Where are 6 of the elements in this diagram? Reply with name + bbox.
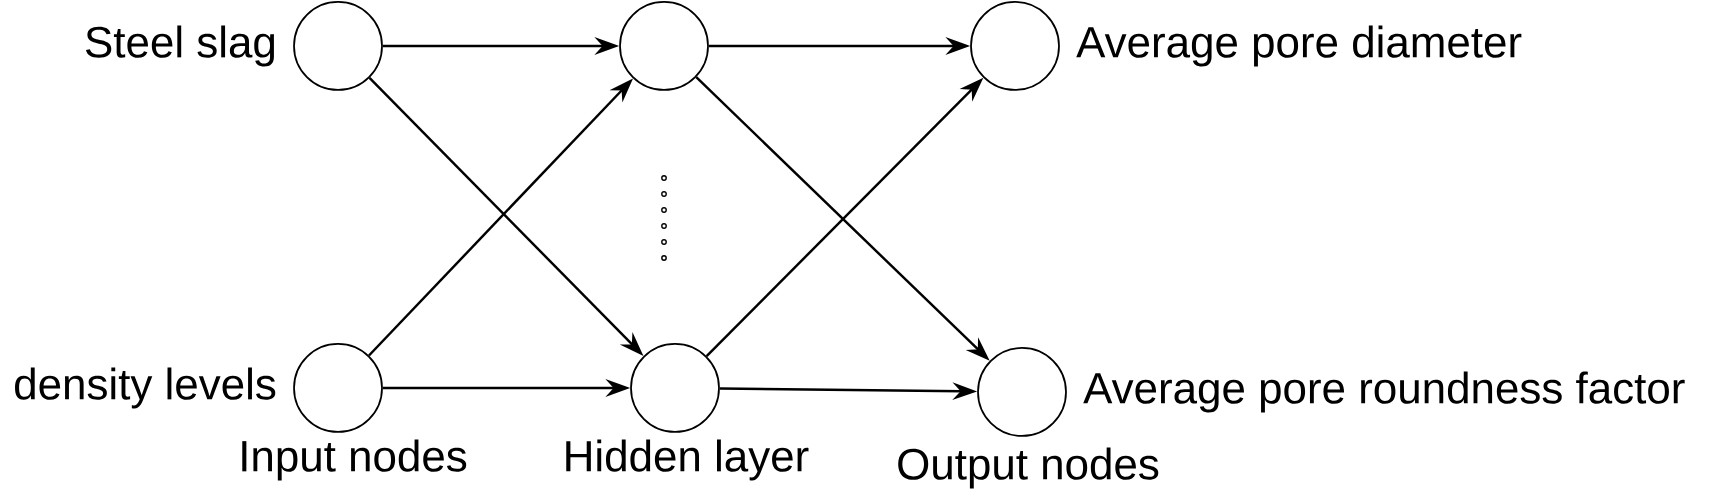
node-label: density levels [15, 367, 276, 409]
node-label: Average pore roundness factor [1083, 371, 1685, 413]
node-label: Steel slag [85, 25, 275, 67]
node-label: Average pore diameter [1076, 25, 1522, 67]
neuron-circle [630, 343, 720, 433]
neuron-circle [619, 1, 709, 91]
